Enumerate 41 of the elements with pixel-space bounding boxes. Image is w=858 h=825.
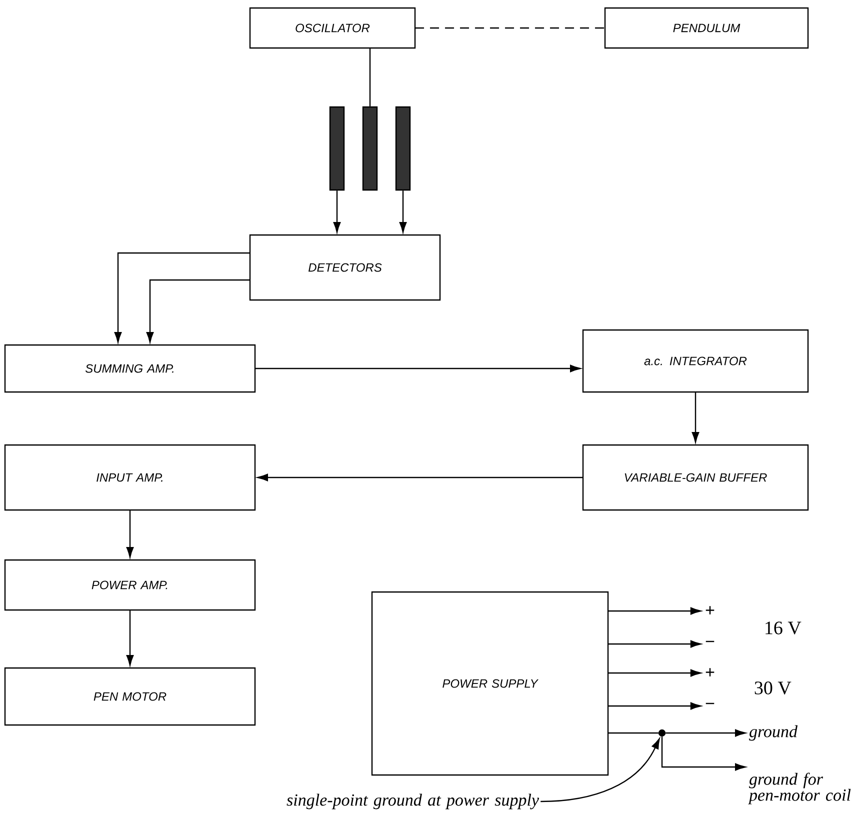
terminal-sign: + [706,606,714,614]
arrow [608,607,702,615]
terminal-sign: − [706,702,714,704]
terminal-sign: − [706,640,714,642]
block-box: a.c. INTEGRATOR [582,329,809,393]
handwritten-note: single-point ground at power supply [286,794,540,810]
arrow [255,364,581,372]
terminal-sign: + [706,668,714,676]
block-box: INPUT AMP. [4,444,256,511]
block-box: POWER AMP. [4,559,256,611]
block-box: OSCILLATOR [249,7,416,49]
coil-bar [362,106,378,191]
block-box: SUMMING AMP. [4,344,256,393]
coil-bar [329,106,345,191]
arrow [608,640,702,648]
coil-bar [395,106,411,191]
voltage-label: 16 V [766,622,802,634]
arrow [608,669,702,677]
connector-line [415,27,605,29]
arrow [692,392,700,443]
arrow [126,610,134,666]
arrow [540,738,660,802]
connector-line [369,48,371,106]
handwritten-note: ground for pen-motor coil [748,772,851,804]
arrow [333,190,341,233]
block-box: PEN MOTOR [4,667,256,726]
arrow [257,474,583,482]
arrow [661,736,746,771]
connector-line [608,732,658,734]
arrow [146,279,250,343]
handwritten-note: ground [749,725,798,741]
arrow [399,190,407,233]
voltage-label: 30 V [754,682,792,694]
block-box: VARIABLE-GAIN BUFFER [582,444,809,511]
arrow [666,729,746,737]
arrow [608,702,702,710]
arrow [114,252,250,343]
arrow [126,510,134,558]
block-box: PENDULUM [604,7,809,49]
block-box: POWER SUPPLY [371,591,609,776]
block-box: DETECTORS [249,234,441,301]
